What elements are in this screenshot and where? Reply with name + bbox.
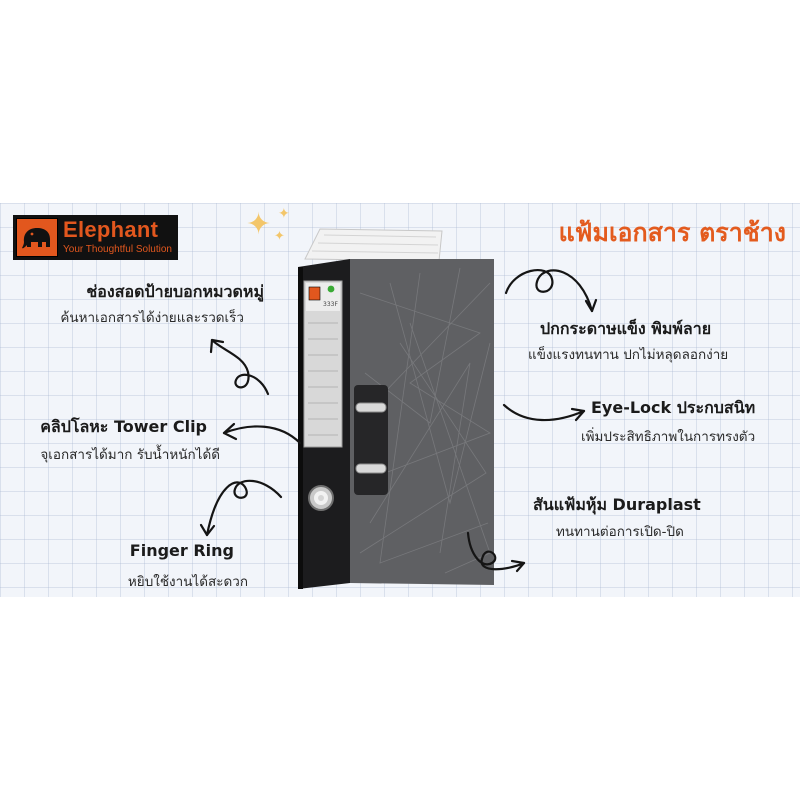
feature-spine-title: สันแฟ้มหุ้ม Duraplast	[533, 495, 701, 514]
sparkle-icon: ✦	[274, 229, 285, 244]
arrow-icon	[504, 269, 598, 313]
feature-eye-lock-desc: เพิ่มประสิทธิภาพในการทรงตัว	[581, 429, 756, 445]
feature-cover-title: ปกกระดาษแข็ง พิมพ์ลาย	[540, 319, 712, 338]
sparkle-icon: ✦	[246, 207, 272, 242]
elephant-icon	[16, 218, 58, 257]
feature-tower-clip-title: คลิปโลหะ Tower Clip	[40, 417, 207, 436]
arrow-icon	[209, 338, 270, 396]
product-banner: Elephant Your Thoughtful Solution ✦ ✦ ✦ …	[0, 203, 800, 597]
brand-name: Elephant	[63, 217, 159, 242]
brand-tagline: Your Thoughtful Solution	[63, 244, 172, 255]
binder-illustration: 333F	[298, 228, 494, 589]
arrow-icon	[222, 422, 302, 445]
sparkle-icon: ✦	[278, 206, 290, 222]
arrow-icon	[466, 531, 526, 573]
feature-tower-clip-desc: จุเอกสารได้มาก รับน้ำหนักได้ดี	[40, 447, 220, 463]
elephant-logo: Elephant Your Thoughtful Solution	[13, 215, 178, 260]
headline: แฟ้มเอกสาร ตราช้าง	[558, 218, 786, 247]
feature-cover-desc: แข็งแรงทนทาน ปกไม่หลุดลอกง่าย	[528, 347, 729, 363]
feature-label-pocket-title: ช่องสอดป้ายบอกหมวดหมู่	[86, 282, 264, 301]
arrow-icon	[502, 403, 586, 422]
arrow-icon	[199, 479, 283, 537]
spine-code: 333F	[323, 301, 338, 308]
feature-eye-lock-title: Eye-Lock ประกบสนิท	[591, 398, 756, 417]
feature-spine-desc: ทนทานต่อการเปิด-ปิด	[556, 524, 684, 540]
feature-finger-ring-title: Finger Ring	[129, 541, 234, 560]
feature-finger-ring-desc: หยิบใช้งานได้สะดวก	[127, 574, 248, 590]
feature-label-pocket-desc: ค้นหาเอกสารได้ง่ายและรวดเร็ว	[60, 310, 244, 326]
